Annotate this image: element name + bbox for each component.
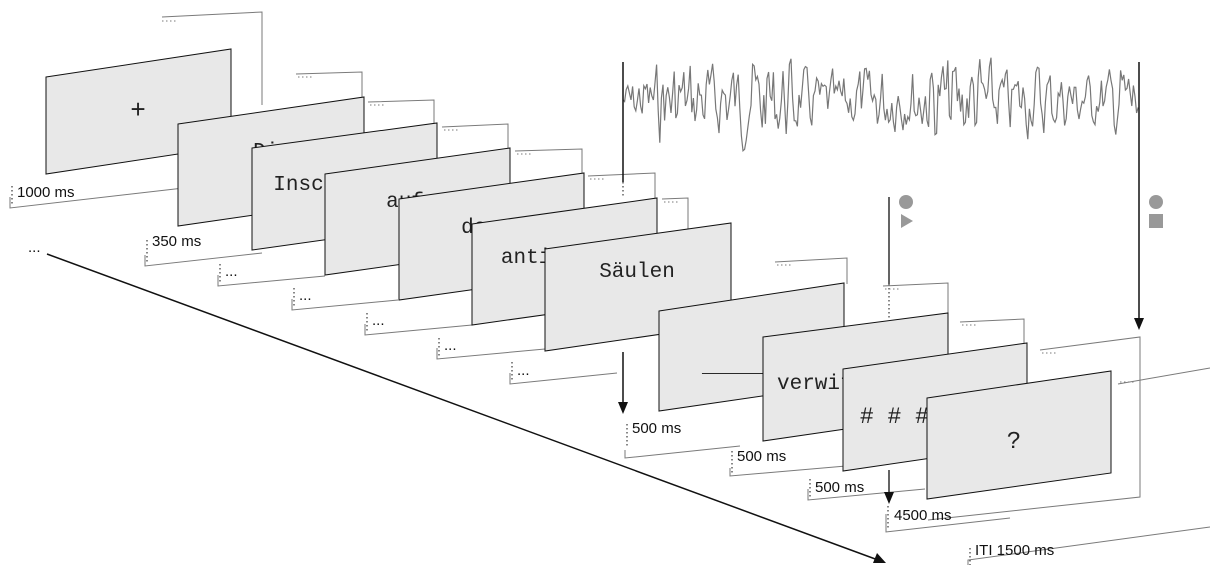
duration-label-mask: 500 ms	[815, 479, 864, 496]
marker-group-onset	[899, 195, 913, 228]
square-icon	[1149, 214, 1163, 228]
duration-label-den: ...	[372, 312, 385, 329]
iti-label: ITI 1500 ms	[975, 542, 1054, 559]
question-mark: ?	[1007, 429, 1021, 456]
duration-label-antiken: ...	[444, 337, 457, 354]
duration-label-question: 4500 ms	[894, 507, 952, 524]
ellipsis-start: ...	[28, 239, 41, 256]
blank-word: ______	[701, 356, 775, 379]
time-axis-arrowhead	[873, 553, 886, 563]
duration-label-die: 350 ms	[152, 233, 201, 250]
word-saeulen: Säulen	[599, 261, 675, 284]
circle-icon	[1149, 195, 1163, 209]
circle-icon	[899, 195, 913, 209]
duration-label-inschrift: ...	[225, 263, 238, 280]
duration-label-saeulen: ...	[517, 362, 530, 379]
frame-question: ? 4500 ms	[885, 336, 1141, 533]
duration-label-fixation: 1000 ms	[17, 184, 75, 201]
triangle-icon	[901, 214, 913, 228]
marker-group-response	[1149, 195, 1163, 228]
duration-label-blank: 500 ms	[632, 420, 681, 437]
duration-label-verwittert: 500 ms	[737, 448, 786, 465]
frame-iti: ITI 1500 ms	[967, 367, 1210, 565]
eeg-trace	[622, 57, 1139, 153]
fixation-cross: +	[130, 96, 146, 126]
time-axis: ...	[28, 239, 886, 563]
duration-label-auf: ...	[299, 287, 312, 304]
